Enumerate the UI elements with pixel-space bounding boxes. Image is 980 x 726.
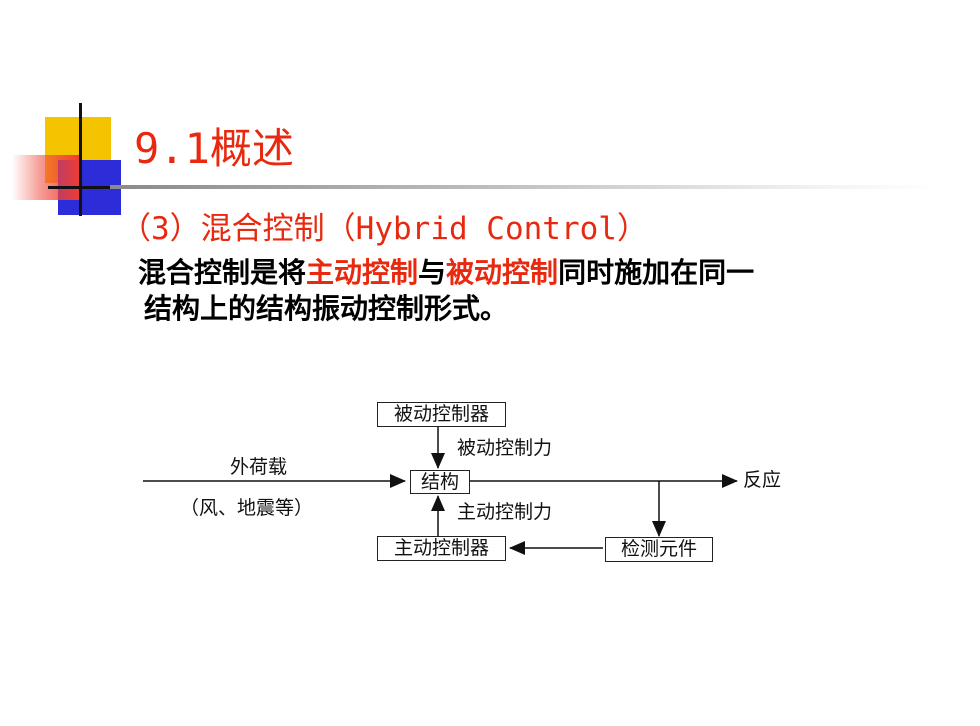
slide-title: 9.1概述	[134, 124, 294, 173]
highlight-passive-control: 被动控制	[446, 256, 559, 289]
response-label: 反应	[743, 469, 782, 491]
decor-red-gradient	[12, 155, 80, 200]
body-text-segment: 同时施加在同一	[558, 256, 755, 289]
body-line-1: 混合控制是将主动控制与被动控制同时施加在同一	[138, 255, 858, 291]
decor-horizontal-line	[48, 186, 148, 189]
title-underline	[110, 185, 940, 189]
body-text-segment: 混合控制是将	[138, 256, 307, 289]
passive-force-label: 被动控制力	[457, 437, 553, 459]
active-controller-box: 主动控制器	[377, 536, 506, 561]
body-text-segment: 与	[418, 256, 447, 289]
body-paragraph: 混合控制是将主动控制与被动控制同时施加在同一 结构上的结构振动控制形式。	[138, 255, 858, 327]
section-subheading: （3）混合控制（Hybrid Control）	[120, 211, 648, 247]
body-line-2: 结构上的结构振动控制形式。	[144, 292, 509, 325]
load-examples-label: （风、地震等）	[180, 497, 314, 519]
decor-vertical-line	[79, 103, 82, 216]
active-force-label: 主动控制力	[457, 501, 553, 523]
structure-box: 结构	[410, 470, 470, 494]
highlight-active-control: 主动控制	[306, 256, 419, 289]
passive-controller-box: 被动控制器	[377, 402, 506, 427]
sensor-box: 检测元件	[605, 537, 713, 562]
external-load-label: 外荷载	[230, 456, 288, 478]
